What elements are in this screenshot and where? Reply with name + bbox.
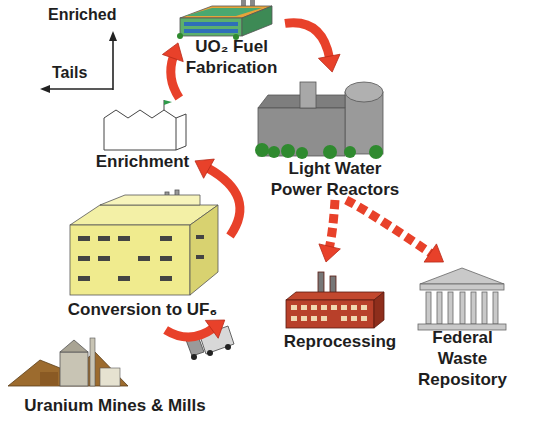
axes	[40, 31, 117, 93]
arrow-head	[195, 159, 214, 178]
stage-label: Federal Waste Repository	[415, 327, 510, 390]
arrow-shaft	[207, 168, 240, 236]
flow-arrow	[285, 23, 340, 72]
stage-label: Enrichment	[96, 151, 190, 172]
reactor-building	[255, 82, 383, 159]
arrow-head	[318, 54, 340, 72]
reprocessing-building	[286, 272, 384, 328]
stage-label: Uranium Mines & Mills	[24, 395, 205, 416]
mine-illustration	[8, 338, 128, 386]
axis-label: Enriched	[48, 6, 116, 24]
axis-label: Tails	[52, 64, 87, 82]
arrow-shaft	[346, 200, 432, 254]
flow-arrow	[346, 200, 443, 262]
stage-label: Light Water Power Reactors	[265, 158, 405, 200]
arrow-shaft	[329, 200, 335, 248]
arrow-head	[424, 244, 443, 262]
stage-node: UO₂ Fuel Fabrication	[178, 0, 285, 78]
arrow-shaft	[166, 328, 214, 337]
arrow-shaft	[285, 23, 330, 58]
truck-illustration	[186, 326, 234, 360]
repository-building	[418, 268, 506, 330]
fabrication-building	[177, 0, 272, 40]
flow-arrow	[162, 43, 183, 98]
flow-arrow	[195, 159, 240, 236]
stage-label: UO₂ Fuel Fabrication	[178, 36, 285, 78]
stage-node: Conversion to UF₆	[55, 180, 230, 320]
conversion-building	[70, 190, 218, 295]
flow-arrow	[166, 320, 225, 338]
arrow-head	[205, 320, 224, 338]
enrichment-building	[104, 100, 186, 150]
stage-label: Reprocessing	[284, 331, 396, 352]
flow-arrow	[319, 200, 340, 262]
stage-node: Federal Waste Repository	[415, 262, 510, 390]
stage-node: Uranium Mines & Mills	[0, 330, 230, 416]
stage-label: Conversion to UF₆	[68, 299, 217, 320]
arrow-head	[319, 244, 340, 262]
arrow-shaft	[171, 56, 179, 98]
stage-node: Reprocessing	[270, 262, 410, 352]
stage-node: Light Water Power Reactors	[265, 72, 405, 200]
stage-node: Enrichment	[90, 98, 195, 172]
arrow-head	[162, 43, 183, 62]
